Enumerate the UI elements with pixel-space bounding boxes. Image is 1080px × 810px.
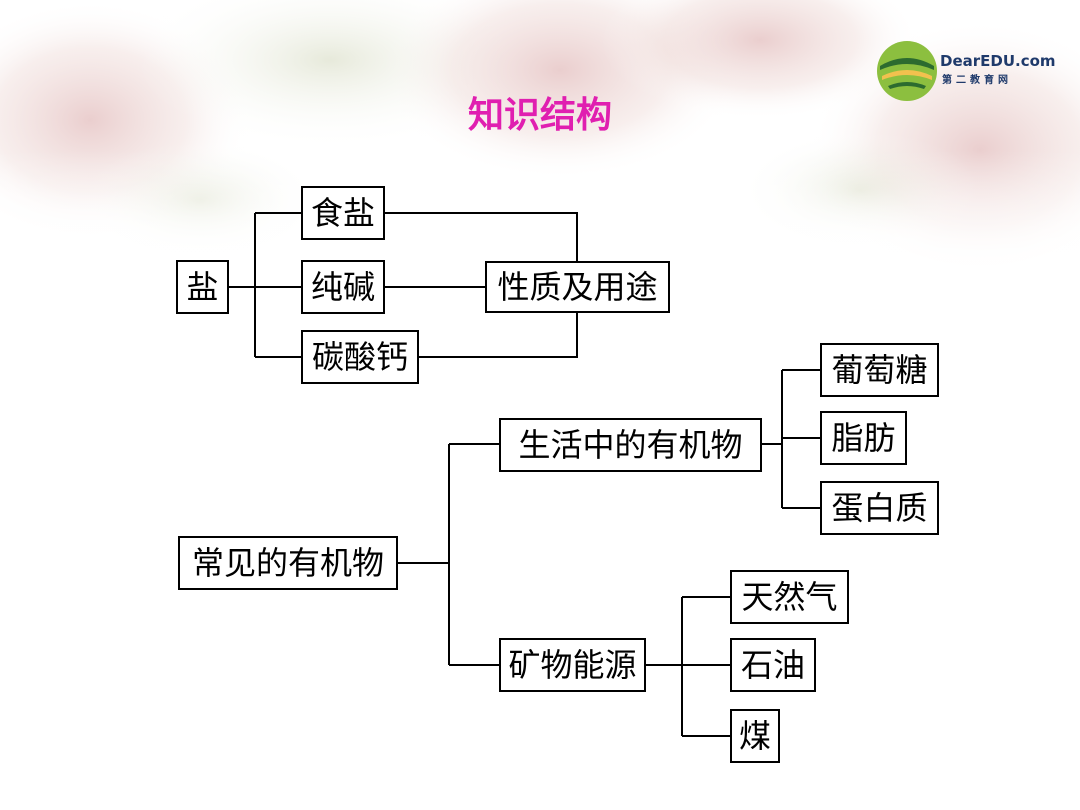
salt-item-node: 食盐: [301, 186, 385, 240]
logo-name: DearEDU.com: [940, 52, 1056, 70]
page-title: 知识结构: [467, 95, 612, 136]
energy-item-node: 天然气: [730, 570, 849, 624]
salt-item-node: 碳酸钙: [301, 330, 419, 384]
life-item-node: 蛋白质: [820, 481, 939, 535]
life-item-node: 葡萄糖: [820, 343, 939, 397]
energy-item-node: 石油: [730, 638, 816, 692]
properties-uses-node: 性质及用途: [485, 261, 670, 313]
mineral-energy-node: 矿物能源: [499, 638, 646, 692]
organic-root-node: 常见的有机物: [178, 536, 398, 590]
salt-item-node: 纯碱: [301, 260, 385, 314]
life-item-node: 脂肪: [820, 411, 907, 465]
life-organic-node: 生活中的有机物: [499, 418, 762, 472]
dearedu-logo: DearEDU.com 第二教育网: [876, 40, 1056, 101]
dearedu-logo-icon: [877, 41, 937, 101]
energy-item-node: 煤: [730, 709, 780, 763]
salt-root-node: 盐: [176, 260, 229, 314]
logo-subtitle: 第二教育网: [942, 75, 1012, 86]
